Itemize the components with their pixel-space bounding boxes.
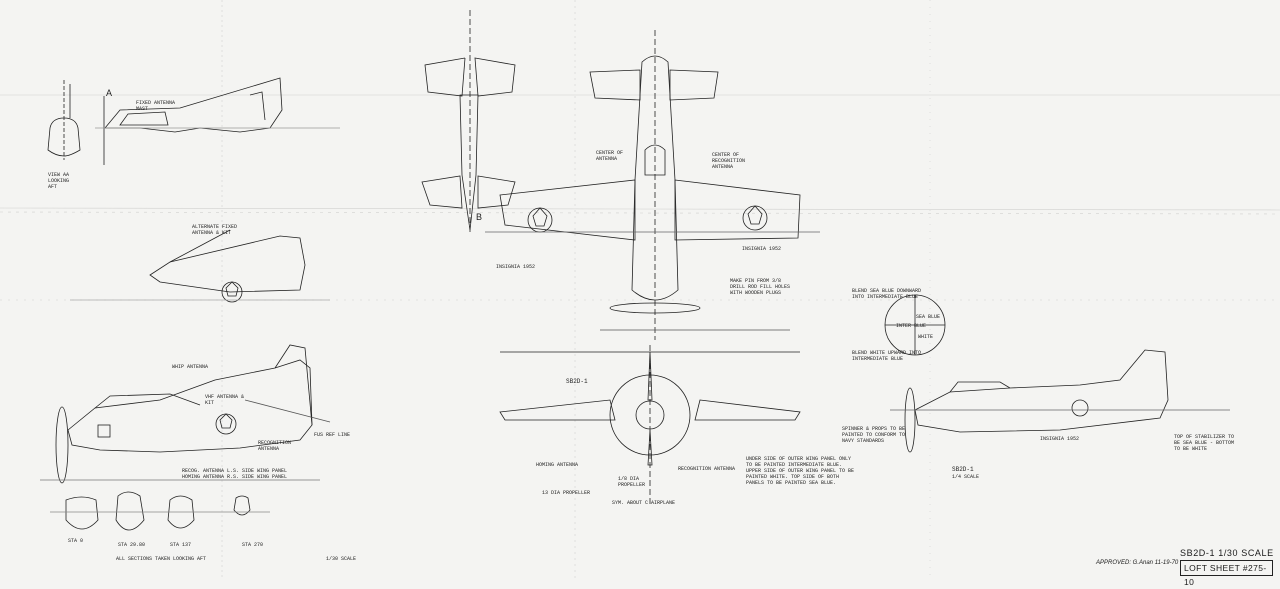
fuselage-side-alt	[70, 229, 330, 303]
label-recognition-antenna-front: RECOGNITION ANTENNA	[678, 466, 736, 472]
title-block: SB2D-1 1/30 SCALE LOFT SHEET #275-10	[1180, 548, 1276, 587]
label-insignia-2: INSIGNIA 1952	[742, 246, 782, 252]
label-view-aa: VIEW AA LOOKING AFT	[48, 172, 70, 190]
cross-sections	[50, 491, 270, 531]
label-alternate-fixed-antenna: ALTERNATE FIXED ANTENNA & KIT	[192, 224, 238, 236]
sheet-title: SB2D-1 1/30 SCALE	[1180, 548, 1274, 558]
label-fixed-antenna-mast: FIXED ANTENNA MAST	[136, 100, 176, 112]
label-center-of-recognition: CENTER OF RECOGNITION ANTENNA	[712, 152, 746, 170]
loft-sheet-number: LOFT SHEET #275-10	[1180, 560, 1273, 587]
label-spinner-note: SPINNER & PROPS TO BE PAINTED TO CONFORM…	[842, 426, 906, 444]
label-vhf-antenna: VHF ANTENNA & KIT	[205, 394, 245, 406]
side-view-left	[40, 344, 331, 484]
label-radio-antenna-note: RECOG. ANTENNA L.S. SIDE WING PANEL HOMI…	[182, 468, 288, 480]
label-inter-blue: INTER BLUE	[896, 323, 927, 329]
front-view-airplane	[499, 345, 801, 505]
label-propeller: 13 DIA PROPELLER	[542, 490, 591, 496]
label-station-3: STA 270	[242, 542, 264, 548]
label-blend-white: BLEND WHITE UPWARD INTO INTERMEDIATE BLU…	[852, 350, 922, 362]
section-view-aa	[47, 80, 105, 165]
label-make-pin: MAKE PIN FROM 3/8 DRILL ROD FILL HOLES W…	[730, 278, 791, 296]
label-sb2d-right: SB2D-1	[952, 466, 974, 473]
canopy-detail	[95, 77, 340, 133]
side-view-right	[890, 349, 1230, 453]
label-blend-sea-blue: BLEND SEA BLUE DOWNWARD INTO INTERMEDIAT…	[852, 288, 922, 300]
label-sym-about: SYM. ABOUT C AIRPLANE	[612, 500, 676, 506]
label-station-1: STA 29.80	[118, 542, 146, 548]
approved-signature: APPROVED: G.Anan 11-19-70	[1096, 560, 1179, 566]
label-insignia-3: INSIGNIA 1952	[1040, 436, 1080, 442]
top-view-airplane	[485, 30, 820, 340]
plan-view-tail	[421, 10, 516, 235]
label-sections-note: ALL SECTIONS TAKEN LOOKING AFT	[116, 556, 207, 562]
label-homing-antenna: HOMING ANTENNA	[536, 462, 579, 468]
label-station-0: STA 0	[68, 538, 84, 544]
label-recognition-antenna: RECOGNITION ANTENNA	[258, 440, 292, 452]
label-prop-dia: 1/8 DIA PROPELLER	[618, 476, 646, 488]
label-scale-right: 1/4 SCALE	[952, 474, 980, 480]
label-station-2: STA 137	[170, 542, 192, 548]
label-fus-ref-line: FUS REF LINE	[314, 432, 351, 438]
label-center-of-antenna: CENTER OF ANTENNA	[596, 150, 624, 162]
label-white: WHITE	[918, 334, 934, 340]
label-section-b: B	[476, 212, 483, 222]
label-sea-blue: SEA BLUE	[916, 314, 941, 320]
label-sb2d-small: SB2D-1	[566, 378, 588, 385]
color-callout	[884, 294, 946, 356]
label-section-a: A	[106, 88, 113, 98]
label-underside-note: UNDER SIDE OF OUTER WING PANEL ONLY TO B…	[746, 456, 855, 486]
label-insignia-1: INSIGNIA 1952	[496, 264, 536, 270]
label-scale-left: 1/30 SCALE	[326, 556, 357, 562]
label-whip-antenna: WHIP ANTENNA	[172, 364, 209, 370]
label-top-stabilizer: TOP OF STABILIZER TO BE SEA BLUE - BOTTO…	[1174, 434, 1235, 452]
